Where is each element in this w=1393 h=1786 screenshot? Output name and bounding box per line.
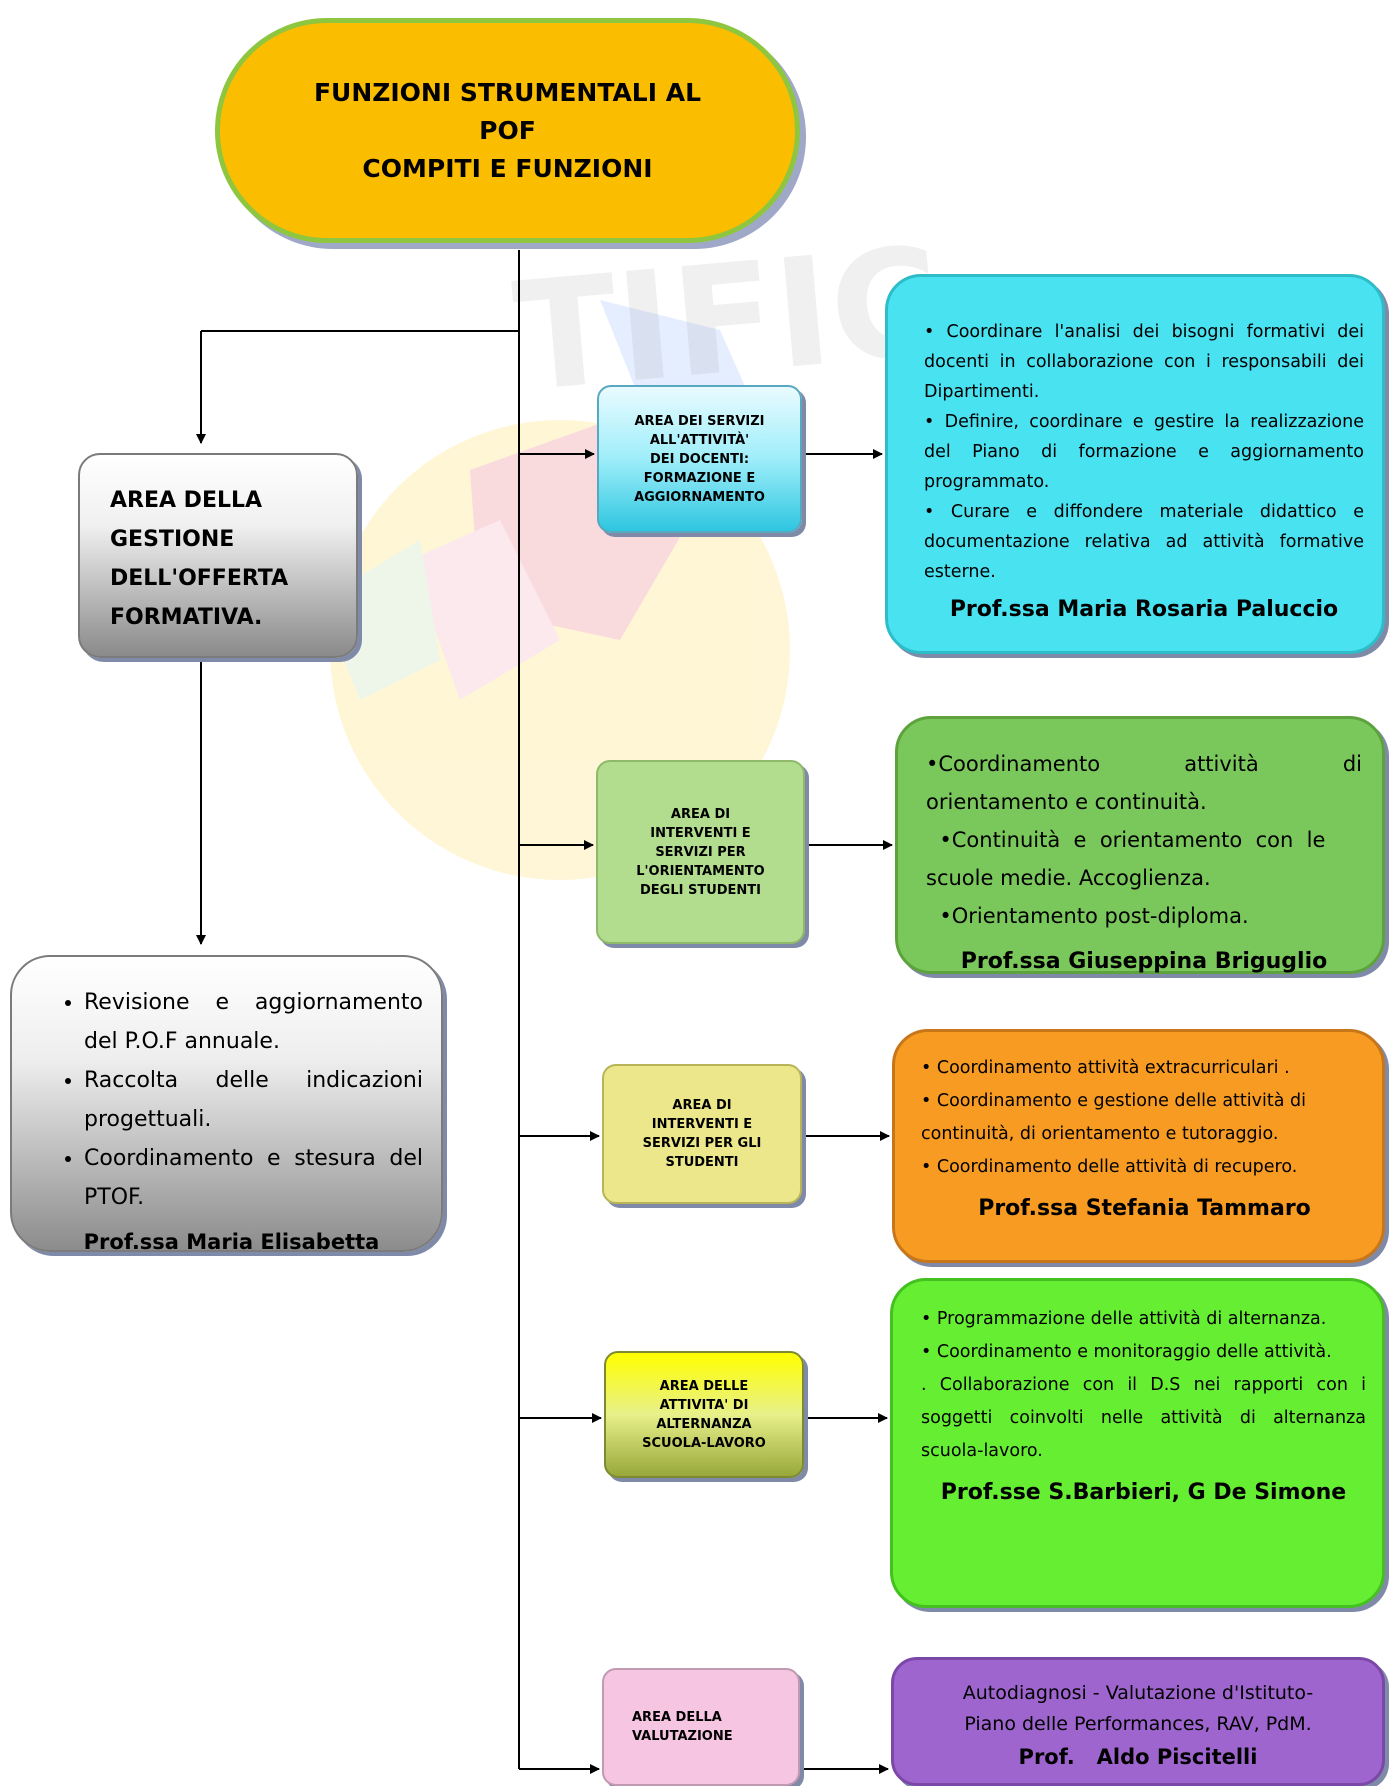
desc-paragraph: •Continuità e orientamento con le scuole…: [926, 828, 1333, 890]
area-gestione-box: AREA DELLA GESTIONE DELL'OFFERTA FORMATI…: [78, 453, 358, 658]
title-line-1: FUNZIONI STRUMENTALI AL: [313, 77, 702, 107]
desc-paragraph: •Orientamento post-diploma.: [926, 904, 1249, 928]
desc-paragraph: . Collaborazione con il D.S nei rapporti…: [921, 1375, 1366, 1461]
desc-professor: Prof.ssa Stefania Tammaro: [978, 1196, 1311, 1221]
pof-task-item: Raccolta delle indicazioni progettuali.: [84, 1061, 423, 1139]
area-line: INTERVENTI E: [650, 825, 751, 841]
pof-tasks-box: Revisione e aggiornamento del P.O.F annu…: [10, 955, 443, 1254]
desc-alternanza-box: • Programmazione delle attività di alter…: [890, 1278, 1385, 1608]
area-gestione-line: GESTIONE: [110, 527, 235, 552]
area-line: VALUTAZIONE: [632, 1729, 733, 1744]
area-line: STUDENTI: [665, 1155, 739, 1170]
area-line: SERVIZI PER GLI: [642, 1136, 762, 1151]
desc-paragraph: • Coordinamento attività extracurricular…: [921, 1058, 1290, 1078]
area-gestione-line: AREA DELLA: [110, 488, 263, 513]
desc-word: attività: [1184, 752, 1259, 776]
area-line: SERVIZI PER: [655, 844, 746, 860]
area-gestione-line: FORMATIVA.: [110, 605, 263, 630]
title-line-3: COMPITI E FUNZIONI: [362, 153, 653, 183]
desc-paragraph: • Programmazione delle attività di alter…: [921, 1309, 1327, 1329]
area-line: DEGLI STUDENTI: [639, 882, 762, 898]
area-line: SCUOLA-LAVORO: [642, 1435, 766, 1451]
desc-professor: Prof.sse S.Barbieri, G De Simone: [940, 1480, 1347, 1505]
area-alternanza-box: AREA DELLE ATTIVITA' DI ALTERNANZA SCUOL…: [604, 1351, 804, 1478]
area-line: INTERVENTI E: [651, 1117, 753, 1132]
area-line: AREA DEI SERVIZI: [634, 413, 765, 429]
desc-studenti-box: • Coordinamento attività extracurricular…: [892, 1029, 1385, 1263]
area-gestione-line: DELL'OFFERTA: [110, 566, 289, 591]
area-line: ATTIVITA' DI: [659, 1397, 749, 1413]
area-formazione-box: AREA DEI SERVIZI ALL'ATTIVITÀ' DEI DOCEN…: [597, 385, 802, 533]
area-line: AREA DELLE: [659, 1378, 749, 1394]
area-valutazione-box: AREA DELLA VALUTAZIONE: [602, 1668, 800, 1786]
area-studenti-box: AREA DI INTERVENTI E SERVIZI PER GLI STU…: [602, 1064, 802, 1204]
title-box: FUNZIONI STRUMENTALI AL POF COMPITI E FU…: [215, 18, 800, 243]
area-line: AREA DELLA: [632, 1710, 722, 1725]
desc-professor: Prof.ssa Maria Rosaria Paluccio: [949, 597, 1339, 622]
area-line: AREA DI: [672, 1098, 732, 1113]
pof-task-item: Coordinamento e stesura del PTOF.: [84, 1139, 423, 1217]
area-orientamento-box: AREA DI INTERVENTI E SERVIZI PER L'ORIEN…: [596, 760, 805, 944]
desc-paragraph: • Coordinamento e gestione delle attivit…: [921, 1091, 1306, 1144]
desc-paragraph: orientamento e continuità.: [926, 790, 1207, 814]
pof-task-item: Revisione e aggiornamento del P.O.F annu…: [84, 983, 423, 1061]
area-line: AREA DI: [670, 806, 731, 822]
area-line: L'ORIENTAMENTO: [636, 863, 765, 879]
desc-line: Piano delle Performances, RAV, PdM.: [964, 1713, 1312, 1735]
desc-orientamento-box: •Coordinamento attività di orientamento …: [895, 716, 1385, 974]
desc-word: di: [1342, 752, 1362, 776]
area-line: ALTERNANZA: [656, 1416, 752, 1432]
area-line: AGGIORNAMENTO: [634, 489, 765, 505]
area-line: ALL'ATTIVITÀ': [649, 432, 750, 448]
pof-task-list: Revisione e aggiornamento del P.O.F annu…: [40, 983, 423, 1217]
desc-valutazione-box: Autodiagnosi - Valutazione d'Istituto- P…: [891, 1657, 1385, 1786]
desc-word: •Coordinamento: [926, 752, 1101, 776]
desc-professor: Prof. Aldo Piscitelli: [1018, 1745, 1258, 1769]
desc-line: •Coordinamento attività di: [926, 745, 1362, 783]
desc-line: Autodiagnosi - Valutazione d'Istituto-: [962, 1682, 1314, 1704]
desc-paragraph: • Coordinamento delle attività di recupe…: [921, 1157, 1298, 1177]
area-line: FORMAZIONE E: [643, 470, 756, 486]
area-line: DEI DOCENTI:: [649, 451, 750, 467]
desc-paragraph: • Coordinare l'analisi dei bisogni forma…: [924, 322, 1364, 402]
desc-paragraph: • Coordinamento e monitoraggio delle att…: [921, 1342, 1332, 1362]
desc-paragraph: • Curare e diffondere materiale didattic…: [924, 502, 1364, 582]
desc-paragraph: • Definire, coordinare e gestire la real…: [924, 412, 1364, 492]
pof-professor: Prof.ssa Maria Elisabetta: [83, 1230, 380, 1254]
desc-professor: Prof.ssa Giuseppina Briguglio: [960, 949, 1328, 974]
title-line-2: POF: [479, 115, 536, 145]
desc-formazione-box: • Coordinare l'analisi dei bisogni forma…: [885, 274, 1385, 654]
